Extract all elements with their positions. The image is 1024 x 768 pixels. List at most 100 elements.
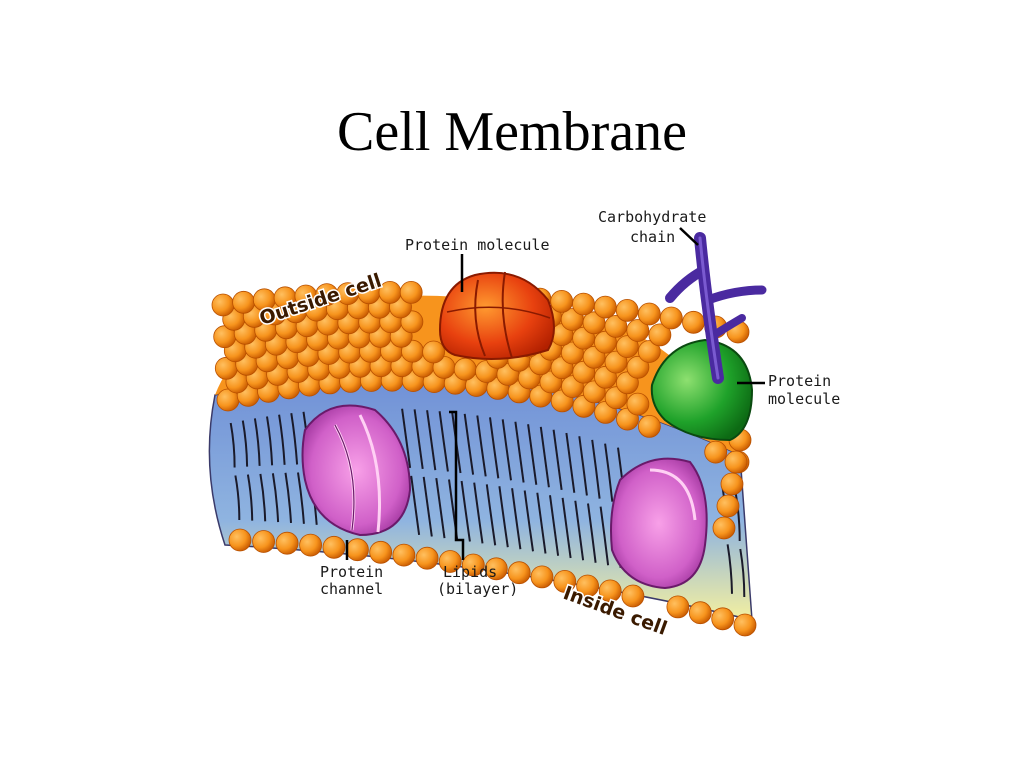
lipid-head (637, 302, 661, 326)
leader-lines (345, 227, 765, 560)
protein-channel (301, 404, 412, 537)
lipid-tail (587, 503, 597, 563)
lipid-head (638, 414, 661, 438)
lipid-head (232, 290, 256, 314)
lipid-tail (266, 416, 274, 466)
lipid-tail (527, 424, 538, 485)
lipid-tail (426, 410, 437, 471)
lipid-tail (253, 418, 261, 466)
slide-title: Cell Membrane (337, 101, 687, 163)
lipid-head (626, 319, 650, 342)
lipid-head (322, 535, 346, 559)
lipid-tail (734, 492, 741, 542)
lipid-head (392, 543, 416, 567)
lipid-tail (413, 409, 424, 470)
lipid-head (461, 553, 485, 577)
lipid-tail (511, 488, 522, 550)
lipid-tail (422, 476, 433, 537)
lipid-head (484, 557, 508, 581)
lipid-tail (514, 421, 525, 483)
lipid-tails (229, 408, 746, 598)
lipid-tail (523, 490, 534, 552)
label-protein-molecule-right-line2: molecule (768, 390, 840, 408)
lipid-head (422, 340, 446, 364)
lipid-tail (591, 439, 601, 499)
lipid-tail (599, 506, 610, 566)
lipid-head (711, 607, 735, 631)
lipid-head (553, 570, 577, 593)
lipid-head (594, 330, 617, 354)
lipid-head (299, 533, 323, 557)
lipid-head (604, 314, 628, 338)
lipid-tail (438, 411, 449, 472)
lipid-head (682, 310, 705, 334)
lipid-head (378, 280, 402, 304)
lipid-head (530, 565, 554, 589)
lipid-head (453, 357, 477, 381)
lipid-head (399, 280, 423, 304)
lipid-head (572, 292, 595, 316)
lipid-head (275, 531, 299, 555)
lipid-tail (489, 417, 500, 479)
carbohydrate-chain (665, 232, 767, 384)
lipid-tail (241, 420, 249, 467)
label-lipids-line2: (bilayer) (437, 580, 518, 598)
label-protein-channel-line2: channel (320, 580, 383, 598)
lipid-head (211, 293, 235, 317)
lipid-tail (290, 413, 299, 465)
lipid-tail (297, 472, 305, 524)
lipid-head (688, 601, 712, 625)
lipid-tail (271, 473, 280, 523)
lipid-tail (229, 422, 236, 468)
lipid-tail (460, 480, 471, 542)
lipid-tail (473, 482, 484, 544)
lipid-head (615, 298, 639, 322)
lipid-head (716, 494, 740, 518)
lipid-head (659, 306, 683, 330)
protein-molecule-top (438, 271, 555, 360)
label-carbohydrate-line1: Carbohydrate (598, 208, 706, 226)
lipid-tail (284, 472, 292, 523)
lipid-head (252, 530, 276, 553)
outer-lipid-heads (211, 280, 752, 540)
lipid-tail (574, 500, 585, 561)
lipid-head (626, 355, 650, 379)
lipid-tail (539, 426, 550, 488)
embedded-protein-right (610, 457, 708, 590)
lipid-head (733, 613, 757, 637)
lipid-tail (401, 408, 412, 469)
lipid-head (576, 574, 599, 598)
lipid-tail (435, 477, 446, 539)
lipid-tail (578, 436, 588, 496)
lipid-head (550, 289, 574, 313)
lipid-tail (410, 475, 421, 536)
lipid-head (598, 579, 622, 603)
label-protein-channel-line1: Protein (320, 563, 383, 581)
lipid-head (345, 538, 369, 562)
lipid-head (593, 295, 617, 319)
lipid-tail (501, 419, 512, 481)
lipid-head (415, 546, 439, 570)
lipid-tail (463, 413, 475, 475)
lipid-head (648, 323, 672, 347)
label-protein-molecule-right-line1: Protein (768, 372, 831, 390)
lipid-head (228, 528, 252, 552)
label-protein-molecule-top: Protein molecule (405, 236, 550, 254)
lipid-tail (485, 484, 497, 546)
lipid-head (712, 516, 736, 540)
lipid-head (507, 561, 531, 585)
lipid-head (604, 350, 628, 374)
lipid-head (720, 472, 744, 496)
lipid-tail (234, 475, 241, 521)
lipid-tail (604, 443, 614, 502)
lipid-head (582, 311, 606, 335)
label-carbohydrate-line2: chain (630, 228, 675, 246)
lipid-head (438, 550, 462, 573)
lipid-head (369, 540, 393, 564)
lipid-tail (565, 432, 576, 493)
lipid-head (626, 392, 650, 416)
lipid-tail (726, 544, 733, 594)
lipid-tail (552, 429, 563, 491)
protein-molecule-right (650, 338, 754, 442)
